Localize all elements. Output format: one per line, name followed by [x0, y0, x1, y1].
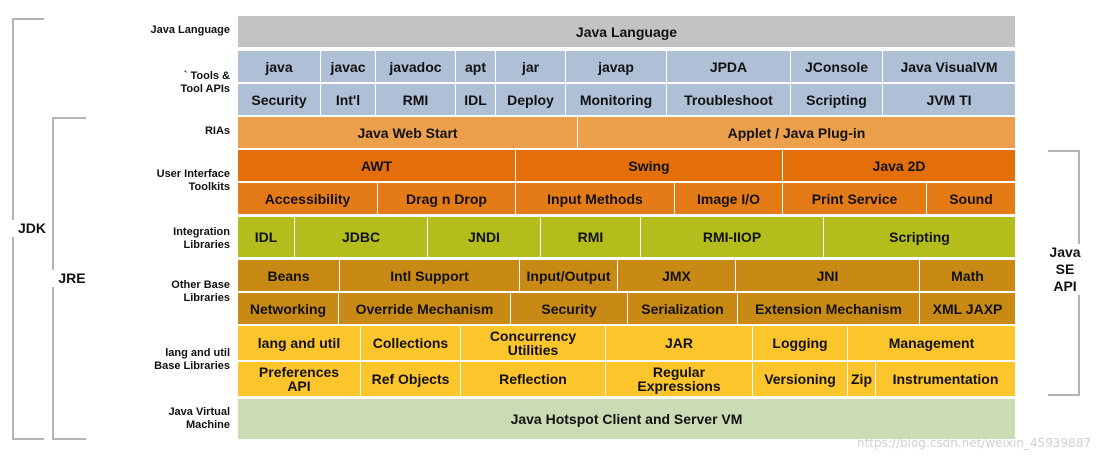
- cell-apt: apt: [456, 51, 496, 82]
- cell-concurrency-utilities: Concurrency Utilities: [461, 326, 606, 360]
- cell-java: java: [238, 51, 321, 82]
- cell-override-mechanism: Override Mechanism: [339, 293, 511, 324]
- cell-rmi-iiop: RMI-IIOP: [641, 217, 824, 257]
- row-tools-1: java javac javadoc apt jar javap JPDA JC…: [238, 51, 1015, 82]
- cell-drag-n-drop: Drag n Drop: [378, 183, 516, 214]
- row-rias: Java Web Start Applet / Java Plug-in: [238, 117, 1015, 148]
- cell-jdbc: JDBC: [295, 217, 428, 257]
- cell-input-output: Input/Output: [520, 260, 618, 291]
- cell-java-language: Java Language: [238, 16, 1015, 47]
- row-ui-1: AWT Swing Java 2D: [238, 150, 1015, 181]
- row-jvm: Java Hotspot Client and Server VM: [238, 399, 1015, 439]
- row-label-java-language: Java Language: [150, 24, 230, 36]
- cell-awt: AWT: [238, 150, 516, 181]
- watermark: https://blog.csdn.net/weixin_45939887: [856, 436, 1091, 450]
- cell-instrumentation: Instrumentation: [876, 362, 1015, 396]
- row-ui-2: Accessibility Drag n Drop Input Methods …: [238, 183, 1015, 214]
- cell-intl: Int'l: [321, 84, 376, 115]
- cell-input-methods: Input Methods: [516, 183, 675, 214]
- cell-idl: IDL: [456, 84, 496, 115]
- cell-logging: Logging: [753, 326, 848, 360]
- cell-java-hotspot-vm: Java Hotspot Client and Server VM: [238, 399, 1015, 439]
- cell-regular-expressions: Regular Expressions: [606, 362, 753, 396]
- cell-rmi: RMI: [376, 84, 456, 115]
- cell-xml-jaxp: XML JAXP: [920, 293, 1015, 324]
- row-label-other-base: Other Base Libraries: [171, 279, 230, 304]
- row-integration: IDL JDBC JNDI RMI RMI-IIOP Scripting: [238, 217, 1015, 257]
- cell-math: Math: [920, 260, 1015, 291]
- cell-applet-plugin: Applet / Java Plug-in: [578, 117, 1015, 148]
- row-label-ui-toolkits: User Interface Toolkits: [156, 168, 230, 193]
- cell-rmi-integration: RMI: [541, 217, 641, 257]
- row-label-rias: RIAs: [204, 125, 230, 137]
- row-label-lang-util: lang and util Base Libraries: [154, 347, 230, 372]
- cell-zip: Zip: [848, 362, 876, 396]
- cell-extension-mechanism: Extension Mechanism: [738, 293, 920, 324]
- cell-javadoc: javadoc: [376, 51, 456, 82]
- jre-label: JRE: [52, 270, 92, 287]
- row-other-base-2: Networking Override Mechanism Security S…: [238, 293, 1015, 324]
- cell-javap: javap: [566, 51, 667, 82]
- cell-preferences-api: Preferences API: [238, 362, 361, 396]
- row-label-jvm: Java Virtual Machine: [168, 406, 230, 431]
- cell-scripting-integration: Scripting: [824, 217, 1015, 257]
- cell-monitoring: Monitoring: [566, 84, 667, 115]
- row-java-language: Java Language: [238, 16, 1015, 47]
- cell-image-io: Image I/O: [675, 183, 783, 214]
- cell-lang-and-util: lang and util: [238, 326, 361, 360]
- cell-intl-support: Intl Support: [340, 260, 520, 291]
- cell-serialization: Serialization: [628, 293, 738, 324]
- cell-java-visualvm: Java VisualVM: [883, 51, 1015, 82]
- cell-javac: javac: [321, 51, 376, 82]
- cell-sound: Sound: [927, 183, 1015, 214]
- java-se-api-label: Java SE API: [1038, 244, 1092, 295]
- row-lang-util-1: lang and util Collections Concurrency Ut…: [238, 326, 1015, 360]
- cell-jpda: JPDA: [667, 51, 791, 82]
- row-other-base-1: Beans Intl Support Input/Output JMX JNI …: [238, 260, 1015, 291]
- cell-jni: JNI: [736, 260, 920, 291]
- cell-collections: Collections: [361, 326, 461, 360]
- cell-ref-objects: Ref Objects: [361, 362, 461, 396]
- cell-jar-lang: JAR: [606, 326, 753, 360]
- row-lang-util-2: Preferences API Ref Objects Reflection R…: [238, 362, 1015, 396]
- cell-networking: Networking: [238, 293, 339, 324]
- cell-swing: Swing: [516, 150, 783, 181]
- cell-jconsole: JConsole: [791, 51, 883, 82]
- cell-reflection: Reflection: [461, 362, 606, 396]
- cell-versioning: Versioning: [753, 362, 848, 396]
- cell-jmx: JMX: [618, 260, 736, 291]
- row-label-tools: ` Tools & Tool APIs: [180, 70, 231, 95]
- row-label-integration: Integration Libraries: [173, 226, 230, 251]
- cell-security-base: Security: [511, 293, 628, 324]
- cell-print-service: Print Service: [783, 183, 927, 214]
- row-tools-2: Security Int'l RMI IDL Deploy Monitoring…: [238, 84, 1015, 115]
- cell-jvm-ti: JVM TI: [883, 84, 1015, 115]
- cell-accessibility: Accessibility: [238, 183, 378, 214]
- cell-jndi: JNDI: [428, 217, 541, 257]
- cell-management: Management: [848, 326, 1015, 360]
- cell-scripting-tool: Scripting: [791, 84, 883, 115]
- cell-security: Security: [238, 84, 321, 115]
- cell-beans: Beans: [238, 260, 340, 291]
- jdk-label: JDK: [12, 220, 52, 237]
- cell-deploy: Deploy: [496, 84, 566, 115]
- cell-jar: jar: [496, 51, 566, 82]
- cell-troubleshoot: Troubleshoot: [667, 84, 791, 115]
- cell-idl-integration: IDL: [238, 217, 295, 257]
- cell-java-2d: Java 2D: [783, 150, 1015, 181]
- cell-java-web-start: Java Web Start: [238, 117, 578, 148]
